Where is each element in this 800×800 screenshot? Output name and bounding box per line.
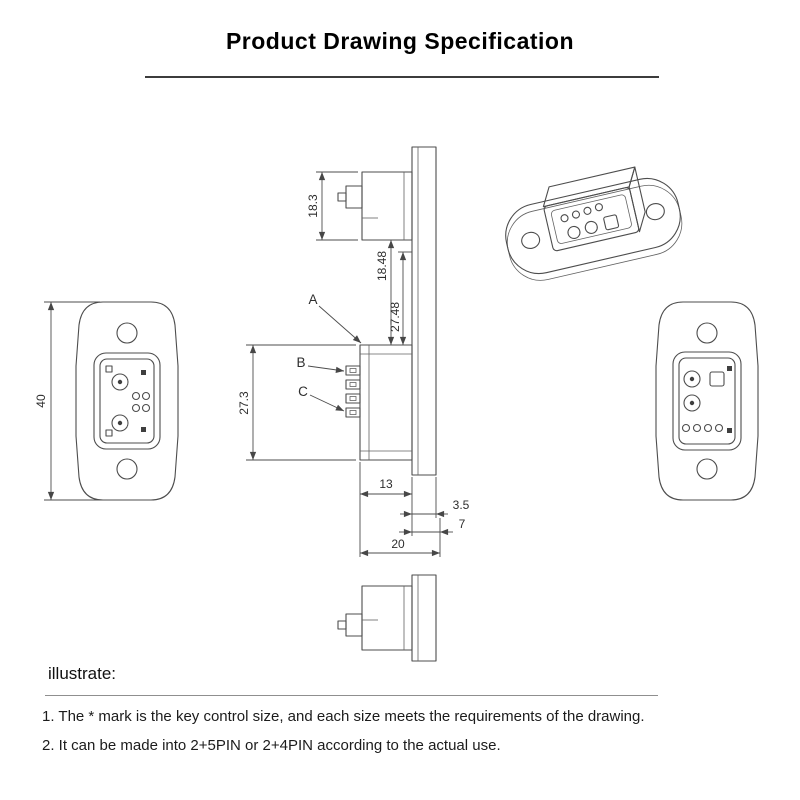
top-side-view xyxy=(337,171,413,241)
bottom-side-view xyxy=(337,574,437,662)
right-front-pins xyxy=(681,366,732,433)
dim-18-48: 18.48 xyxy=(375,240,395,345)
dim-13-text: 13 xyxy=(379,477,393,491)
mount-hole-left xyxy=(521,231,541,250)
left-front-view xyxy=(75,301,179,501)
label-c: C xyxy=(298,384,345,412)
bottom-dimensions: 13 3.5 7 20 xyxy=(359,462,470,557)
mount-hole-top xyxy=(116,322,138,344)
dim-18-48-text: 18.48 xyxy=(375,251,389,281)
section-view xyxy=(345,344,413,461)
label-c-text: C xyxy=(298,384,308,399)
dim-3-5-text: 3.5 xyxy=(453,498,470,512)
label-b-text: B xyxy=(296,355,305,370)
note-2: 2. It can be made into 2+5PIN or 2+4PIN … xyxy=(42,737,501,754)
dim-20-text: 20 xyxy=(391,537,405,551)
dim-18-3: 18.3 xyxy=(306,171,358,241)
title-underline xyxy=(145,76,659,78)
mount-hole-bottom xyxy=(696,458,718,480)
left-front-pins xyxy=(105,365,151,437)
isometric-view xyxy=(505,166,683,281)
page-title: Product Drawing Specification xyxy=(225,28,575,54)
note-1: 1. The * mark is the key control size, a… xyxy=(42,708,645,725)
dim-40-text: 40 xyxy=(34,394,48,408)
solder-terminals xyxy=(345,365,361,418)
flange-projection xyxy=(411,146,437,476)
dim-27-3-text: 27.3 xyxy=(237,391,251,415)
right-front-view xyxy=(655,301,759,501)
mount-hole-top xyxy=(696,322,718,344)
notes-underline xyxy=(45,695,658,696)
label-a: A xyxy=(308,292,362,344)
dim-40: 40 xyxy=(34,301,100,501)
notes-heading: illustrate: xyxy=(48,664,117,683)
dim-27-48: 27.48 xyxy=(388,251,412,345)
label-a-text: A xyxy=(308,292,317,307)
isometric-pins xyxy=(560,203,620,239)
mount-hole-right xyxy=(645,202,665,221)
dim-18-3-text: 18.3 xyxy=(306,194,320,218)
dim-27-48-text: 27.48 xyxy=(388,302,402,332)
mount-hole-bottom xyxy=(116,458,138,480)
dim-7-text: 7 xyxy=(459,517,466,531)
label-b: B xyxy=(296,355,345,374)
dim-27-3: 27.3 xyxy=(237,344,356,461)
